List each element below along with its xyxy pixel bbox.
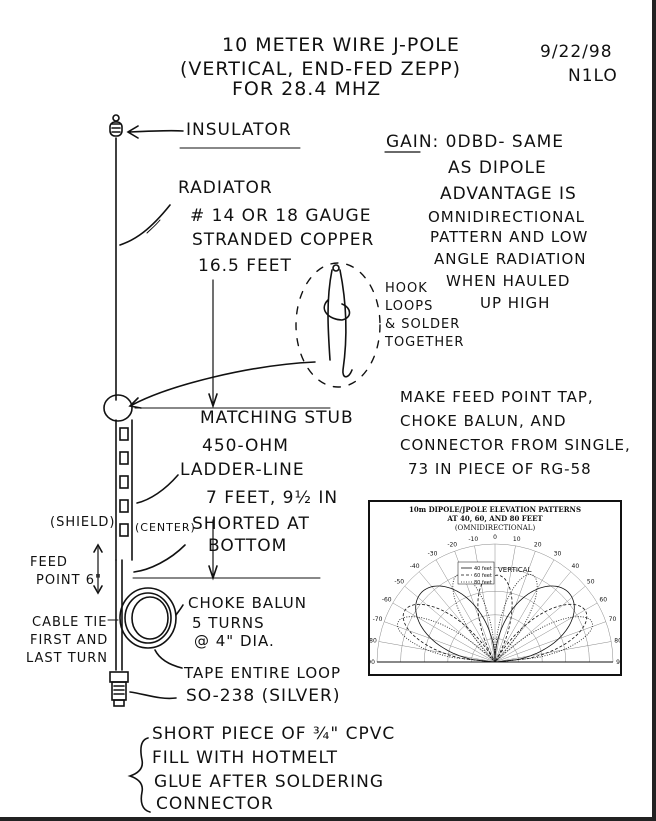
so238-connector: [109, 671, 129, 707]
angle-tick-label: -80: [370, 637, 377, 644]
legend-entry: 60 feet: [474, 573, 492, 579]
stub-type: LADDER-LINE: [180, 460, 305, 480]
advantage-note-5: WHEN HAULED: [446, 272, 571, 290]
legend-box: [457, 561, 495, 585]
grid-spoke: [494, 602, 598, 663]
make-note-1: MAKE FEED POINT TAP,: [400, 388, 594, 406]
grid-spoke: [392, 602, 496, 663]
angle-tick-label: -40: [410, 563, 420, 570]
angle-tick-label: -50: [394, 579, 404, 586]
advantage-note-6: UP HIGH: [480, 294, 551, 312]
stub-impedance: 450-OHM: [202, 436, 289, 456]
angle-tick-label: -10: [468, 536, 478, 543]
angle-tick-label: 70: [609, 616, 617, 623]
date: 9/22/98: [540, 42, 613, 62]
cpvc-label-3: GLUE AFTER SOLDERING: [154, 772, 385, 792]
legend-entry: 40 feet: [474, 566, 492, 572]
title-line1: 10 METER WIRE J-POLE: [222, 34, 460, 56]
connector-label: SO-238 (SILVER): [186, 686, 341, 706]
radiator-wire-type: STRANDED COPPER: [192, 230, 375, 250]
choke-label-3: @ 4" DIA.: [194, 632, 275, 650]
elevation-pattern-chart: 10m DIPOLE/JPOLE ELEVATION PATTERNS AT 4…: [368, 500, 622, 676]
advantage-note-1: ADVANTAGE IS: [440, 184, 577, 204]
angle-tick-label: 20: [534, 542, 542, 549]
polar-plot: -90 -80 -70 -60 -50 -40 -30 -20 -10 0 10 20 30 40 50 60…: [370, 534, 620, 666]
choke-label-1: CHOKE BALUN: [188, 594, 308, 612]
title-line2: (VERTICAL, END-FED ZEPP): [180, 58, 462, 80]
choke-label-2: 5 TURNS: [192, 614, 265, 632]
hook-label-2: LOOPS: [385, 299, 434, 314]
shield-label: (SHIELD): [50, 515, 116, 530]
feed-label-1: FEED: [30, 555, 68, 570]
grid-spoke: [404, 585, 496, 663]
chart-title-2: AT 40, 60, AND 80 FEET: [447, 514, 543, 523]
advantage-note-4: ANGLE RADIATION: [434, 250, 587, 268]
gain-note-1: GAIN: 0DBD- SAME: [386, 132, 565, 152]
radiator-wire-gauge: # 14 OR 18 GAUGE: [190, 206, 372, 226]
vertical-label: VERTICAL: [498, 566, 532, 574]
cpvc-label-2: FILL WITH HOTMELT: [152, 748, 339, 768]
angle-tick-label: -60: [382, 597, 392, 604]
grid-spoke: [435, 559, 496, 663]
feed-label-2: POINT 6": [36, 573, 102, 588]
grid-spoke: [384, 621, 496, 663]
radiator-label: RADIATOR: [178, 178, 273, 198]
shorted-label-1: SHORTED AT: [192, 514, 310, 534]
radiator-length: 16.5 FEET: [198, 256, 292, 276]
tape-label: TAPE ENTIRE LOOP: [184, 664, 341, 682]
angle-tick-label: 30: [554, 551, 562, 558]
title-line3: FOR 28.4 MHz: [232, 78, 382, 100]
angle-tick-label: -30: [428, 551, 438, 558]
shorted-label-2: BOTTOM: [208, 536, 288, 556]
legend-entry: 80 feet: [474, 580, 492, 586]
grid-spoke: [494, 641, 612, 663]
angle-tick-label: 80: [614, 637, 620, 644]
grid-spoke: [494, 621, 606, 663]
cpvc-label-4: CONNECTOR: [156, 794, 274, 814]
advantage-note-3: PATTERN AND LOW: [430, 228, 589, 246]
angle-tick-label: 90: [616, 659, 620, 666]
chart-title-1: 10m DIPOLE/JPOLE ELEVATION PATTERNS: [409, 505, 581, 514]
hook-label-4: TOGETHER: [385, 335, 465, 350]
grid-spoke: [494, 559, 555, 663]
grid-spoke: [494, 545, 516, 663]
cpvc-label-1: SHORT PIECE OF ¾" CPVC: [152, 724, 396, 744]
hook-label-3: & SOLDER: [385, 317, 461, 332]
choke-balun: [119, 587, 177, 649]
angle-tick-label: 10: [513, 536, 521, 543]
angle-tick-label: 40: [572, 563, 580, 570]
center-label: (CENTER): [135, 521, 196, 534]
cabletie-label-1: CABLE TIE: [32, 615, 108, 630]
gain-note-2: AS DIPOLE: [448, 158, 547, 178]
make-note-2: CHOKE BALUN, AND: [400, 412, 567, 430]
make-note-4: 73 IN PIECE OF RG-58: [408, 460, 592, 478]
stub-length: 7 FEET, 9½ IN: [206, 488, 339, 508]
make-note-3: CONNECTOR FROM SINGLE,: [400, 436, 631, 454]
hook-label-1: HOOK: [385, 281, 428, 296]
insulator-icon: [109, 114, 123, 137]
grid-spoke: [494, 585, 586, 663]
advantage-note-2: OMNIDIRECTIONAL: [428, 208, 585, 226]
cabletie-label-2: FIRST AND: [30, 633, 109, 648]
insulator-label: INSULATOR: [186, 120, 292, 140]
angle-tick-label: 60: [599, 597, 607, 604]
pattern-series-60-feet: [402, 574, 588, 663]
grid-spoke: [378, 641, 496, 663]
angle-tick-label: -20: [447, 542, 457, 549]
ladder-line-stub: [115, 419, 133, 561]
author: N1LO: [568, 66, 618, 86]
angle-tick-label: 50: [587, 579, 595, 586]
chart-title-3: (OMNIDIRECTIONAL): [454, 524, 536, 532]
angle-tick-label: -90: [370, 659, 375, 666]
grid-spoke: [494, 551, 536, 663]
matching-stub-label: MATCHING STUB: [200, 408, 354, 428]
angle-tick-label: -70: [373, 616, 383, 623]
cabletie-label-3: LAST TURN: [26, 651, 108, 666]
angle-tick-label: 0: [493, 534, 497, 541]
